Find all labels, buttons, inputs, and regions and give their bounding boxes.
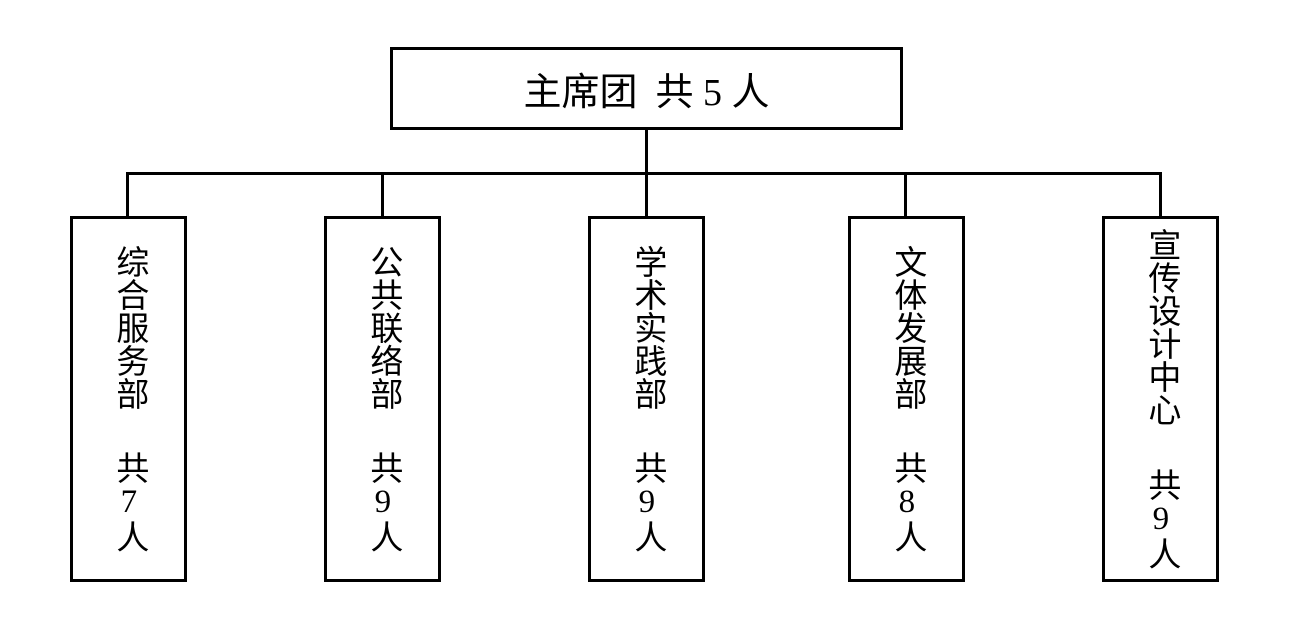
connector-stub-2 [381, 174, 384, 216]
dept-box-publicity-design: 宣传设计中心共9人 [1102, 216, 1219, 582]
dept-box-academic-practice: 学术实践部共9人 [588, 216, 705, 582]
dept-box-public-liaison: 公共联络部共9人 [324, 216, 441, 582]
dept-text: 综合服务部共7人 [110, 244, 147, 554]
dept-count: 共7人 [110, 451, 147, 554]
connector-stub-4 [904, 174, 907, 216]
connector-root-drop [645, 130, 648, 174]
connector-stub-1 [126, 174, 129, 216]
root-name: 主席团 [523, 72, 638, 114]
dept-name: 文体发展部 [888, 244, 925, 410]
dept-count: 共9人 [628, 451, 665, 554]
connector-stub-3 [645, 174, 648, 216]
dept-name: 综合服务部 [110, 244, 147, 410]
dept-box-general-services: 综合服务部共7人 [70, 216, 187, 582]
root-label: 主席团 共 5 人 [523, 61, 769, 116]
dept-text: 学术实践部共9人 [628, 244, 665, 554]
dept-text: 公共联络部共9人 [364, 244, 401, 554]
dept-count: 共9人 [1142, 467, 1179, 570]
dept-name: 宣传设计中心 [1142, 228, 1179, 427]
root-box-presidium: 主席团 共 5 人 [390, 47, 903, 130]
dept-name: 公共联络部 [364, 244, 401, 410]
dept-count: 共8人 [888, 451, 925, 554]
root-count: 共 5 人 [655, 72, 770, 114]
dept-text: 文体发展部共8人 [888, 244, 925, 554]
connector-bus [126, 172, 1162, 175]
dept-box-culture-sports: 文体发展部共8人 [848, 216, 965, 582]
dept-text: 宣传设计中心共9人 [1142, 228, 1179, 570]
dept-name: 学术实践部 [628, 244, 665, 410]
connector-stub-5 [1159, 174, 1162, 216]
dept-count: 共9人 [364, 451, 401, 554]
